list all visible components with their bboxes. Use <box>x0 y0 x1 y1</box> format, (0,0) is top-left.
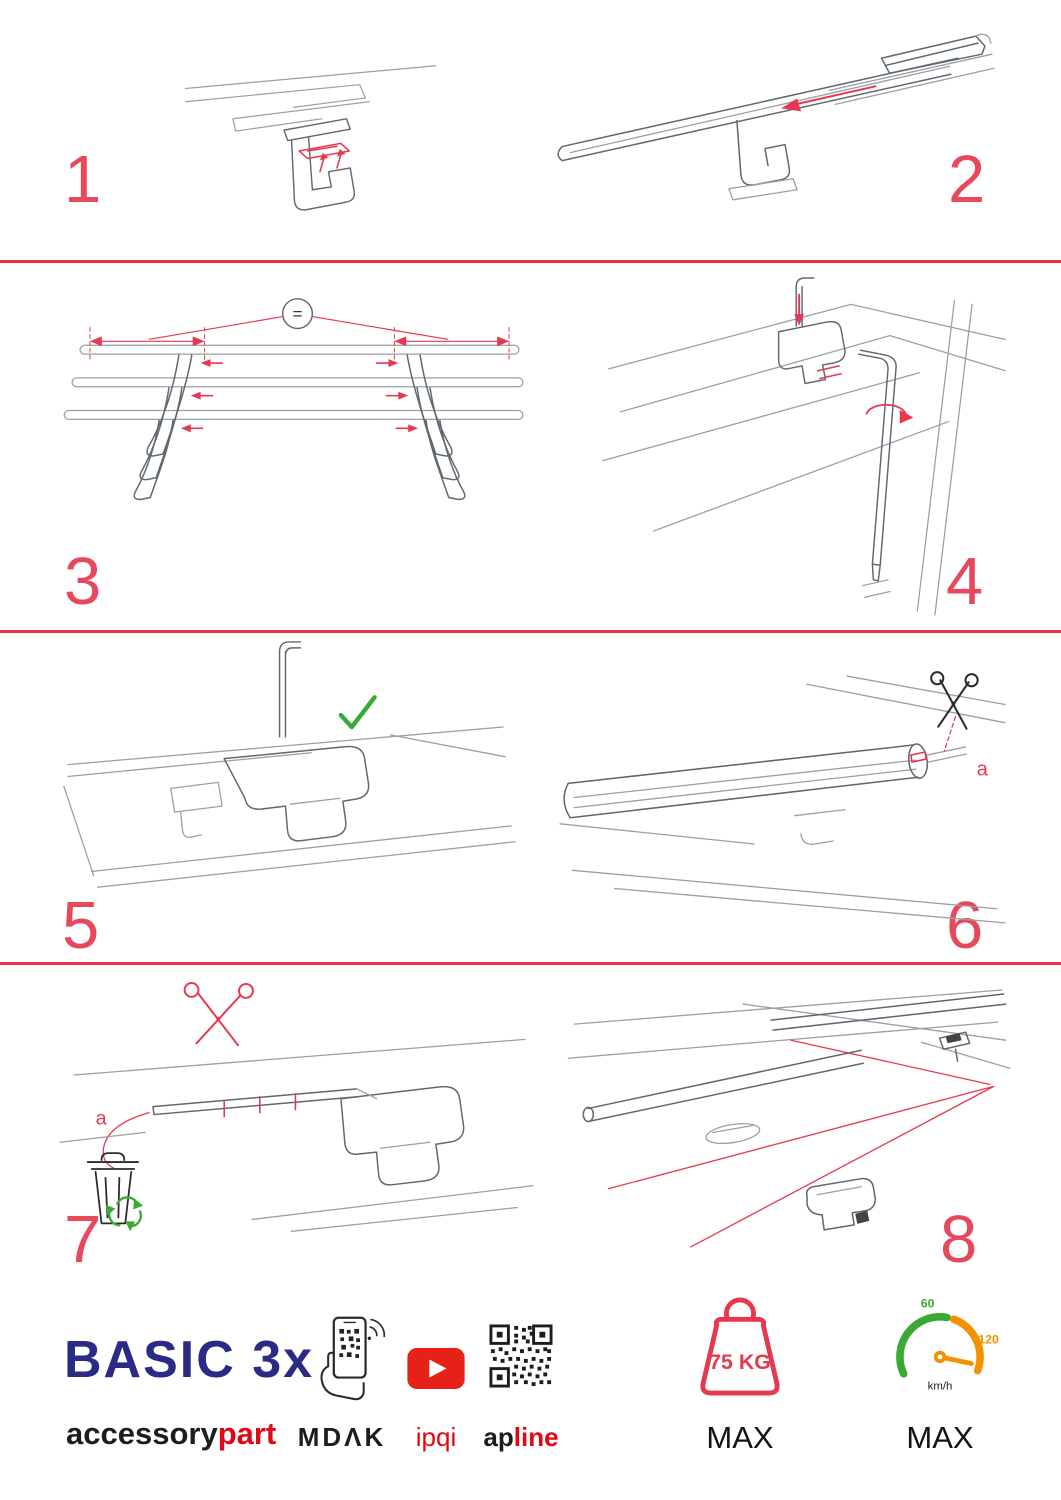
hex-key-icon <box>857 349 897 582</box>
section-divider-2 <box>0 630 1061 633</box>
section-divider-3 <box>0 962 1061 965</box>
step-8-illustration <box>567 989 1011 1248</box>
brand-accessory: accessory <box>66 1416 218 1451</box>
step-2-illustration <box>557 33 995 201</box>
step-5-illustration <box>63 641 516 888</box>
step-2-number: 2 <box>948 142 986 217</box>
step-4-number: 4 <box>946 544 984 619</box>
step-7-illustration: a <box>59 982 534 1232</box>
phone-qr-pixels <box>339 1328 360 1358</box>
hand-icon <box>320 1351 365 1401</box>
qr-code-icon <box>489 1324 553 1388</box>
speed-tick-120: 120 <box>978 1333 999 1347</box>
youtube-channel-label: ipqi <box>415 1422 457 1452</box>
product-name: BASIC 3x <box>64 1331 315 1389</box>
step-7-number: 7 <box>64 1202 102 1277</box>
qr-brand-red: line <box>513 1422 559 1452</box>
step-8-number: 8 <box>940 1202 978 1277</box>
mobile-app-icon <box>320 1316 386 1401</box>
qr-brand-black: ap <box>483 1422 514 1452</box>
step-4-illustration <box>602 277 1006 616</box>
step-3-illustration: = <box>63 298 524 501</box>
speed-unit: km/h <box>928 1380 953 1392</box>
youtube-icon <box>407 1348 465 1390</box>
step-3-number: 3 <box>64 544 102 619</box>
t-bolt-adapter-icon <box>805 1177 877 1231</box>
qr-brand-label: apline <box>466 1422 576 1453</box>
speed-tick-60: 60 <box>921 1296 935 1310</box>
step-6-number: 6 <box>946 888 984 963</box>
check-icon <box>338 695 377 730</box>
step-1-number: 1 <box>64 142 102 217</box>
signal-waves-icon <box>369 1318 386 1338</box>
max-load-icon: 75 KG <box>700 1297 780 1396</box>
brand-part: part <box>217 1416 277 1451</box>
cut-strip-label: a <box>96 1107 107 1129</box>
max-speed-icon: 60 120 km/h <box>896 1296 999 1392</box>
brand-wordmark: accessorypart <box>66 1416 276 1452</box>
equal-spacing-label: = <box>293 305 303 324</box>
max-load-value: 75 KG <box>709 1350 771 1374</box>
play-icon <box>429 1359 447 1378</box>
scissors-icon <box>183 982 254 1047</box>
max-speed-label: MAX <box>906 1420 974 1455</box>
app-brand-label: MDΛK <box>297 1422 387 1452</box>
step-6-illustration: a <box>559 671 1006 924</box>
scissors-icon <box>930 671 979 730</box>
section-divider-1 <box>0 260 1061 263</box>
step-1-illustration <box>184 65 437 211</box>
cut-point-label: a <box>977 758 989 780</box>
step-5-number: 5 <box>62 888 100 963</box>
recycle-bin-icon <box>86 1152 144 1232</box>
max-load-label: MAX <box>706 1420 774 1455</box>
